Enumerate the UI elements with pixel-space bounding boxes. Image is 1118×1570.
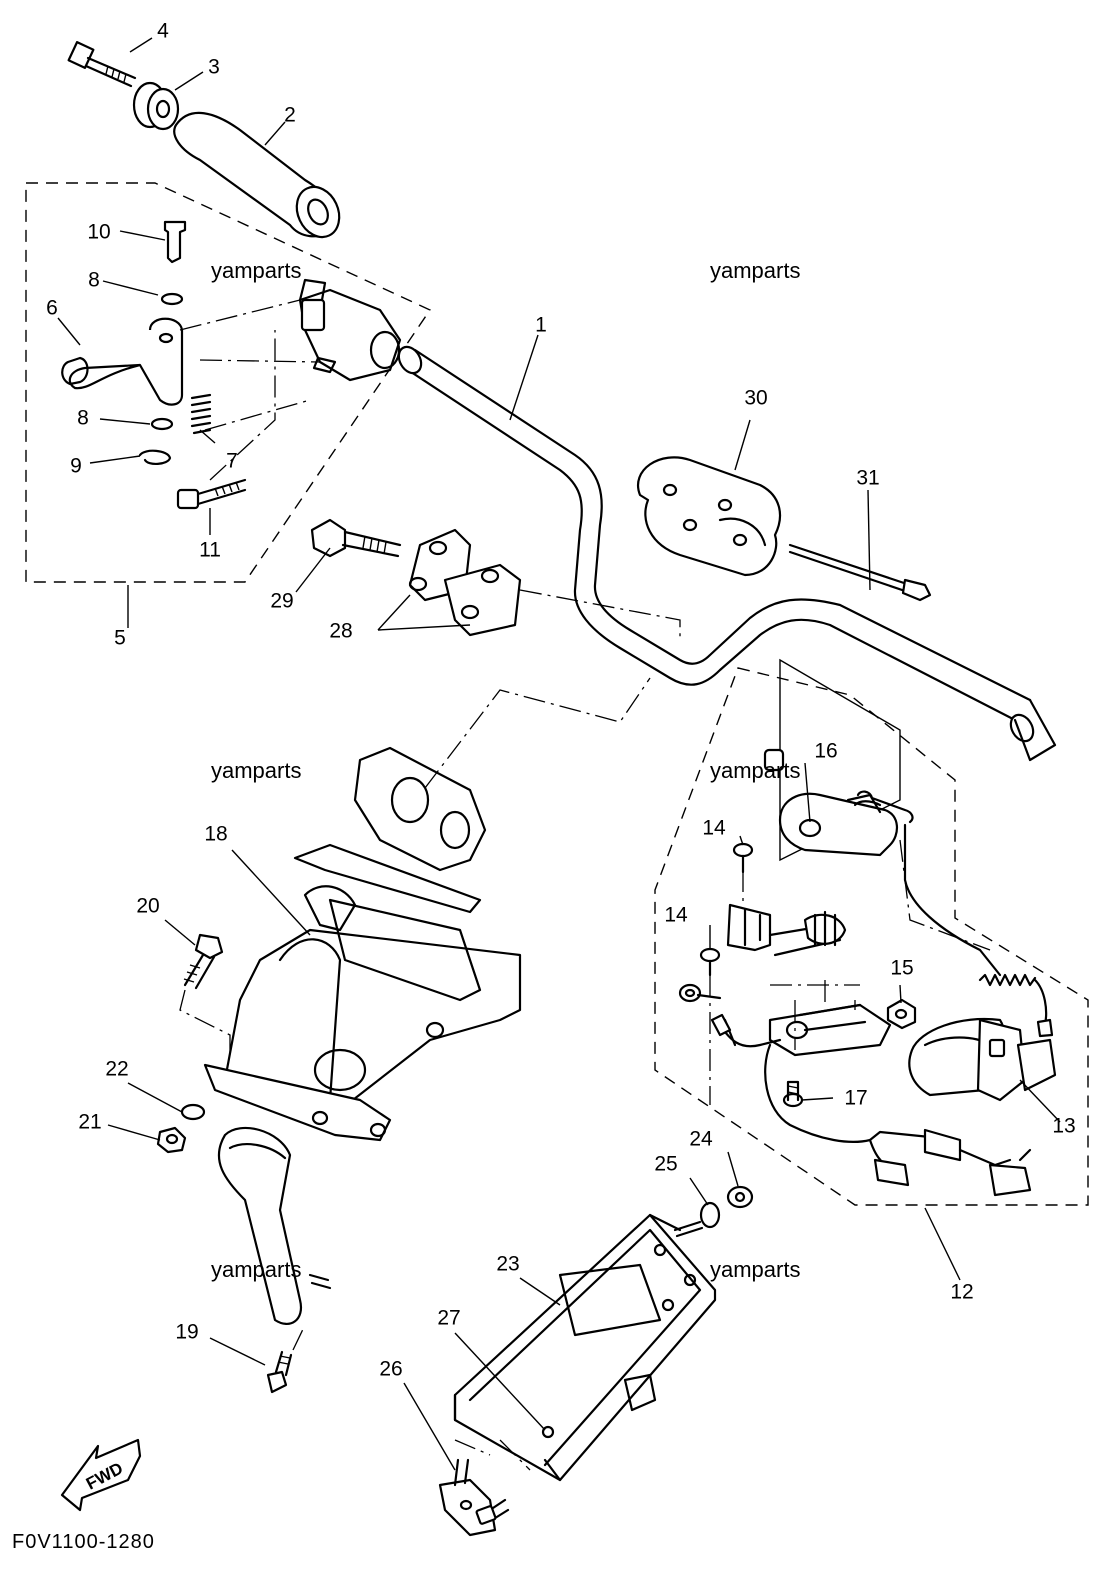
washer-8b <box>150 417 174 431</box>
callouts: 1 2 3 4 5 6 7 8 8 9 10 11 12 13 14 14 15… <box>46 20 1076 1381</box>
callout-18: 18 <box>204 823 227 846</box>
callout-4: 4 <box>157 20 169 43</box>
callout-25: 25 <box>654 1153 677 1176</box>
washer-8a <box>160 292 184 306</box>
callout-6: 6 <box>46 297 58 320</box>
callout-8b: 8 <box>77 407 89 430</box>
watermark: yamparts <box>211 758 301 783</box>
callout-7: 7 <box>226 450 238 473</box>
fwd-arrow-icon: FWD <box>60 1438 142 1512</box>
callout-16: 16 <box>814 740 837 763</box>
band-31 <box>788 543 932 602</box>
watermark: yamparts <box>710 1257 800 1282</box>
bolt-4 <box>67 41 137 88</box>
grip-2 <box>173 111 341 239</box>
callout-22: 22 <box>105 1058 128 1081</box>
washer-25 <box>699 1201 721 1229</box>
callout-23: 23 <box>496 1253 519 1276</box>
screw-17 <box>782 1080 804 1108</box>
switch-wire-left <box>710 1013 782 1048</box>
callout-1: 1 <box>535 314 547 337</box>
clamp-chain-line <box>519 589 681 640</box>
bolt-20 <box>183 933 224 990</box>
callout-12: 12 <box>950 1281 973 1304</box>
wire-harness <box>764 1043 1032 1197</box>
callout-5: 5 <box>114 627 126 650</box>
callout-9: 9 <box>70 455 82 478</box>
throttle-lever-6 <box>61 317 184 406</box>
callout-24: 24 <box>689 1128 713 1151</box>
bracket-26 <box>438 1458 510 1537</box>
screw-14b <box>699 947 721 977</box>
nut-15 <box>886 998 917 1030</box>
callout-30: 30 <box>744 387 767 410</box>
callout-3: 3 <box>208 56 220 79</box>
watermark: yamparts <box>211 258 301 283</box>
callout-14a: 14 <box>702 817 726 840</box>
callout-15: 15 <box>890 957 913 980</box>
column-chain-line <box>424 677 651 789</box>
callout-28: 28 <box>329 620 352 643</box>
bolt-20-chain <box>179 989 231 1060</box>
spring-clip-small <box>308 1273 332 1290</box>
callout-21: 21 <box>78 1111 101 1134</box>
callout-11: 11 <box>199 539 221 562</box>
watermark: yamparts <box>710 758 800 783</box>
callout-26: 26 <box>379 1358 402 1381</box>
callout-10: 10 <box>87 221 110 244</box>
switch-body <box>726 903 892 1057</box>
callout-2: 2 <box>284 104 296 127</box>
watermark: yamparts <box>710 258 800 283</box>
steering-column-18 <box>203 746 522 1325</box>
callout-20: 20 <box>136 895 159 918</box>
handlebar-holder-28 <box>408 528 522 637</box>
nut-21 <box>156 1126 187 1154</box>
figure-code: F0V1100-1280 <box>12 1531 155 1553</box>
callout-8a: 8 <box>88 269 100 292</box>
pad-30 <box>637 456 782 577</box>
callout-31: 31 <box>856 467 879 490</box>
pin-10 <box>163 220 187 264</box>
handlebar-1 <box>397 345 1057 762</box>
callout-17: 17 <box>844 1087 867 1110</box>
callout-14b: 14 <box>664 904 688 927</box>
bolt-29 <box>310 518 402 558</box>
throttle-assembly-boundary <box>25 182 432 583</box>
circlip-9 <box>138 449 172 465</box>
kill-switch-13 <box>908 973 1057 1102</box>
screw-14a <box>732 842 754 874</box>
bolt-19-chain <box>292 1324 306 1351</box>
switch-chain-lines <box>709 870 860 1105</box>
callout-13: 13 <box>1052 1115 1075 1138</box>
throttle-chain-lines <box>179 299 321 481</box>
bolt-19 <box>266 1350 293 1394</box>
watermark: yamparts <box>211 1257 301 1282</box>
callout-19: 19 <box>175 1321 198 1344</box>
terminal-lug <box>678 983 722 1003</box>
throttle-housing <box>298 278 402 382</box>
bolt-11 <box>176 478 247 510</box>
callout-29: 29 <box>270 590 293 613</box>
leader-lines <box>57 37 1061 1471</box>
washer-24 <box>726 1185 754 1209</box>
callout-27: 27 <box>437 1307 460 1330</box>
switch-chain-right <box>899 839 991 951</box>
collar-3 <box>132 81 180 131</box>
spring-7 <box>190 393 212 435</box>
switch-inner-boundary <box>779 658 901 862</box>
washer-22 <box>180 1103 206 1121</box>
switch-assembly-boundary <box>654 667 1089 1206</box>
cover-23 <box>453 1213 717 1482</box>
watermarks: yamparts yamparts yamparts yamparts yamp… <box>211 258 800 1282</box>
cover-chain-lines <box>454 1439 531 1471</box>
